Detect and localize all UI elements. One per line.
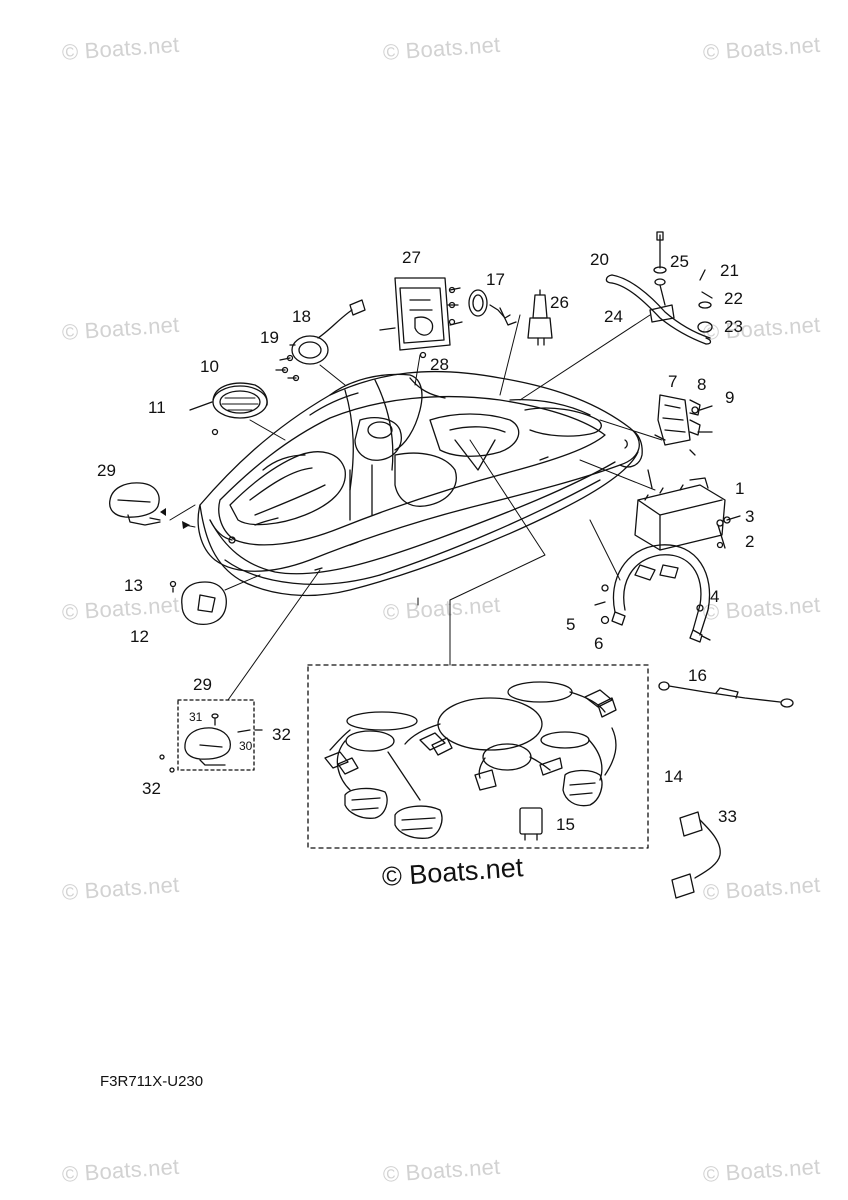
part-20-tube xyxy=(605,274,712,345)
callout-25: 25 xyxy=(670,252,689,271)
part-27-panel xyxy=(379,277,463,359)
callout-22: 22 xyxy=(724,289,743,308)
callout-5: 5 xyxy=(566,615,575,634)
callout-11: 11 xyxy=(148,398,166,417)
part-29-light-upper xyxy=(109,482,161,526)
callout-16: 16 xyxy=(688,666,707,685)
callout-3: 3 xyxy=(745,507,754,526)
callout-32-left: 32 xyxy=(142,779,161,798)
callout-23: 23 xyxy=(724,317,743,336)
callout-13: 13 xyxy=(124,576,143,595)
callout-27: 27 xyxy=(402,248,421,267)
part-16-cable xyxy=(658,681,794,708)
callout-6: 6 xyxy=(594,634,603,653)
callout-30: 30 xyxy=(239,739,253,753)
part-4-bracket xyxy=(594,544,711,643)
part-10-speaker xyxy=(189,382,268,436)
callout-7: 7 xyxy=(668,372,677,391)
callout-4: 4 xyxy=(710,587,719,606)
part-29-light-assembly xyxy=(159,699,263,773)
part-25-bolt xyxy=(653,231,667,306)
callout-15: 15 xyxy=(556,815,575,834)
callout-labels: 1 2 3 4 5 6 7 8 9 10 11 12 13 14 15 16 1… xyxy=(97,248,754,834)
callout-1: 1 xyxy=(735,479,744,498)
part-14-wire-harness xyxy=(307,664,649,849)
callout-33: 33 xyxy=(718,807,737,826)
callout-17: 17 xyxy=(486,270,505,289)
part-33-lead xyxy=(671,811,721,899)
callout-14: 14 xyxy=(664,767,683,786)
callout-8: 8 xyxy=(697,375,706,394)
callout-32-right: 32 xyxy=(272,725,291,744)
callout-10: 10 xyxy=(200,357,219,376)
callout-20: 20 xyxy=(590,250,609,269)
callout-29-upper: 29 xyxy=(97,461,116,480)
boat-hull xyxy=(197,370,643,597)
callout-18: 18 xyxy=(292,307,311,326)
document-code: F3R711X-U230 xyxy=(100,1073,204,1090)
callout-31: 31 xyxy=(189,710,203,724)
callout-9: 9 xyxy=(725,388,734,407)
arrowheads xyxy=(160,508,190,529)
part-21-bolt xyxy=(697,269,713,333)
callout-24: 24 xyxy=(604,307,623,326)
callout-26: 26 xyxy=(550,293,569,312)
part-12-navigation-light xyxy=(169,580,227,626)
part-17-grommet xyxy=(468,289,517,326)
part-1-control-box xyxy=(634,477,741,551)
part-26-sensor xyxy=(527,289,553,346)
callout-19: 19 xyxy=(260,328,279,347)
callout-2: 2 xyxy=(745,532,754,551)
part-7-switch-unit xyxy=(647,394,713,489)
callout-12: 12 xyxy=(130,627,149,646)
callout-28: 28 xyxy=(430,355,449,374)
leader-lines xyxy=(169,314,663,701)
part-18-courtesy-light xyxy=(275,299,366,382)
callout-29-lower: 29 xyxy=(193,675,212,694)
callout-21: 21 xyxy=(720,261,739,280)
